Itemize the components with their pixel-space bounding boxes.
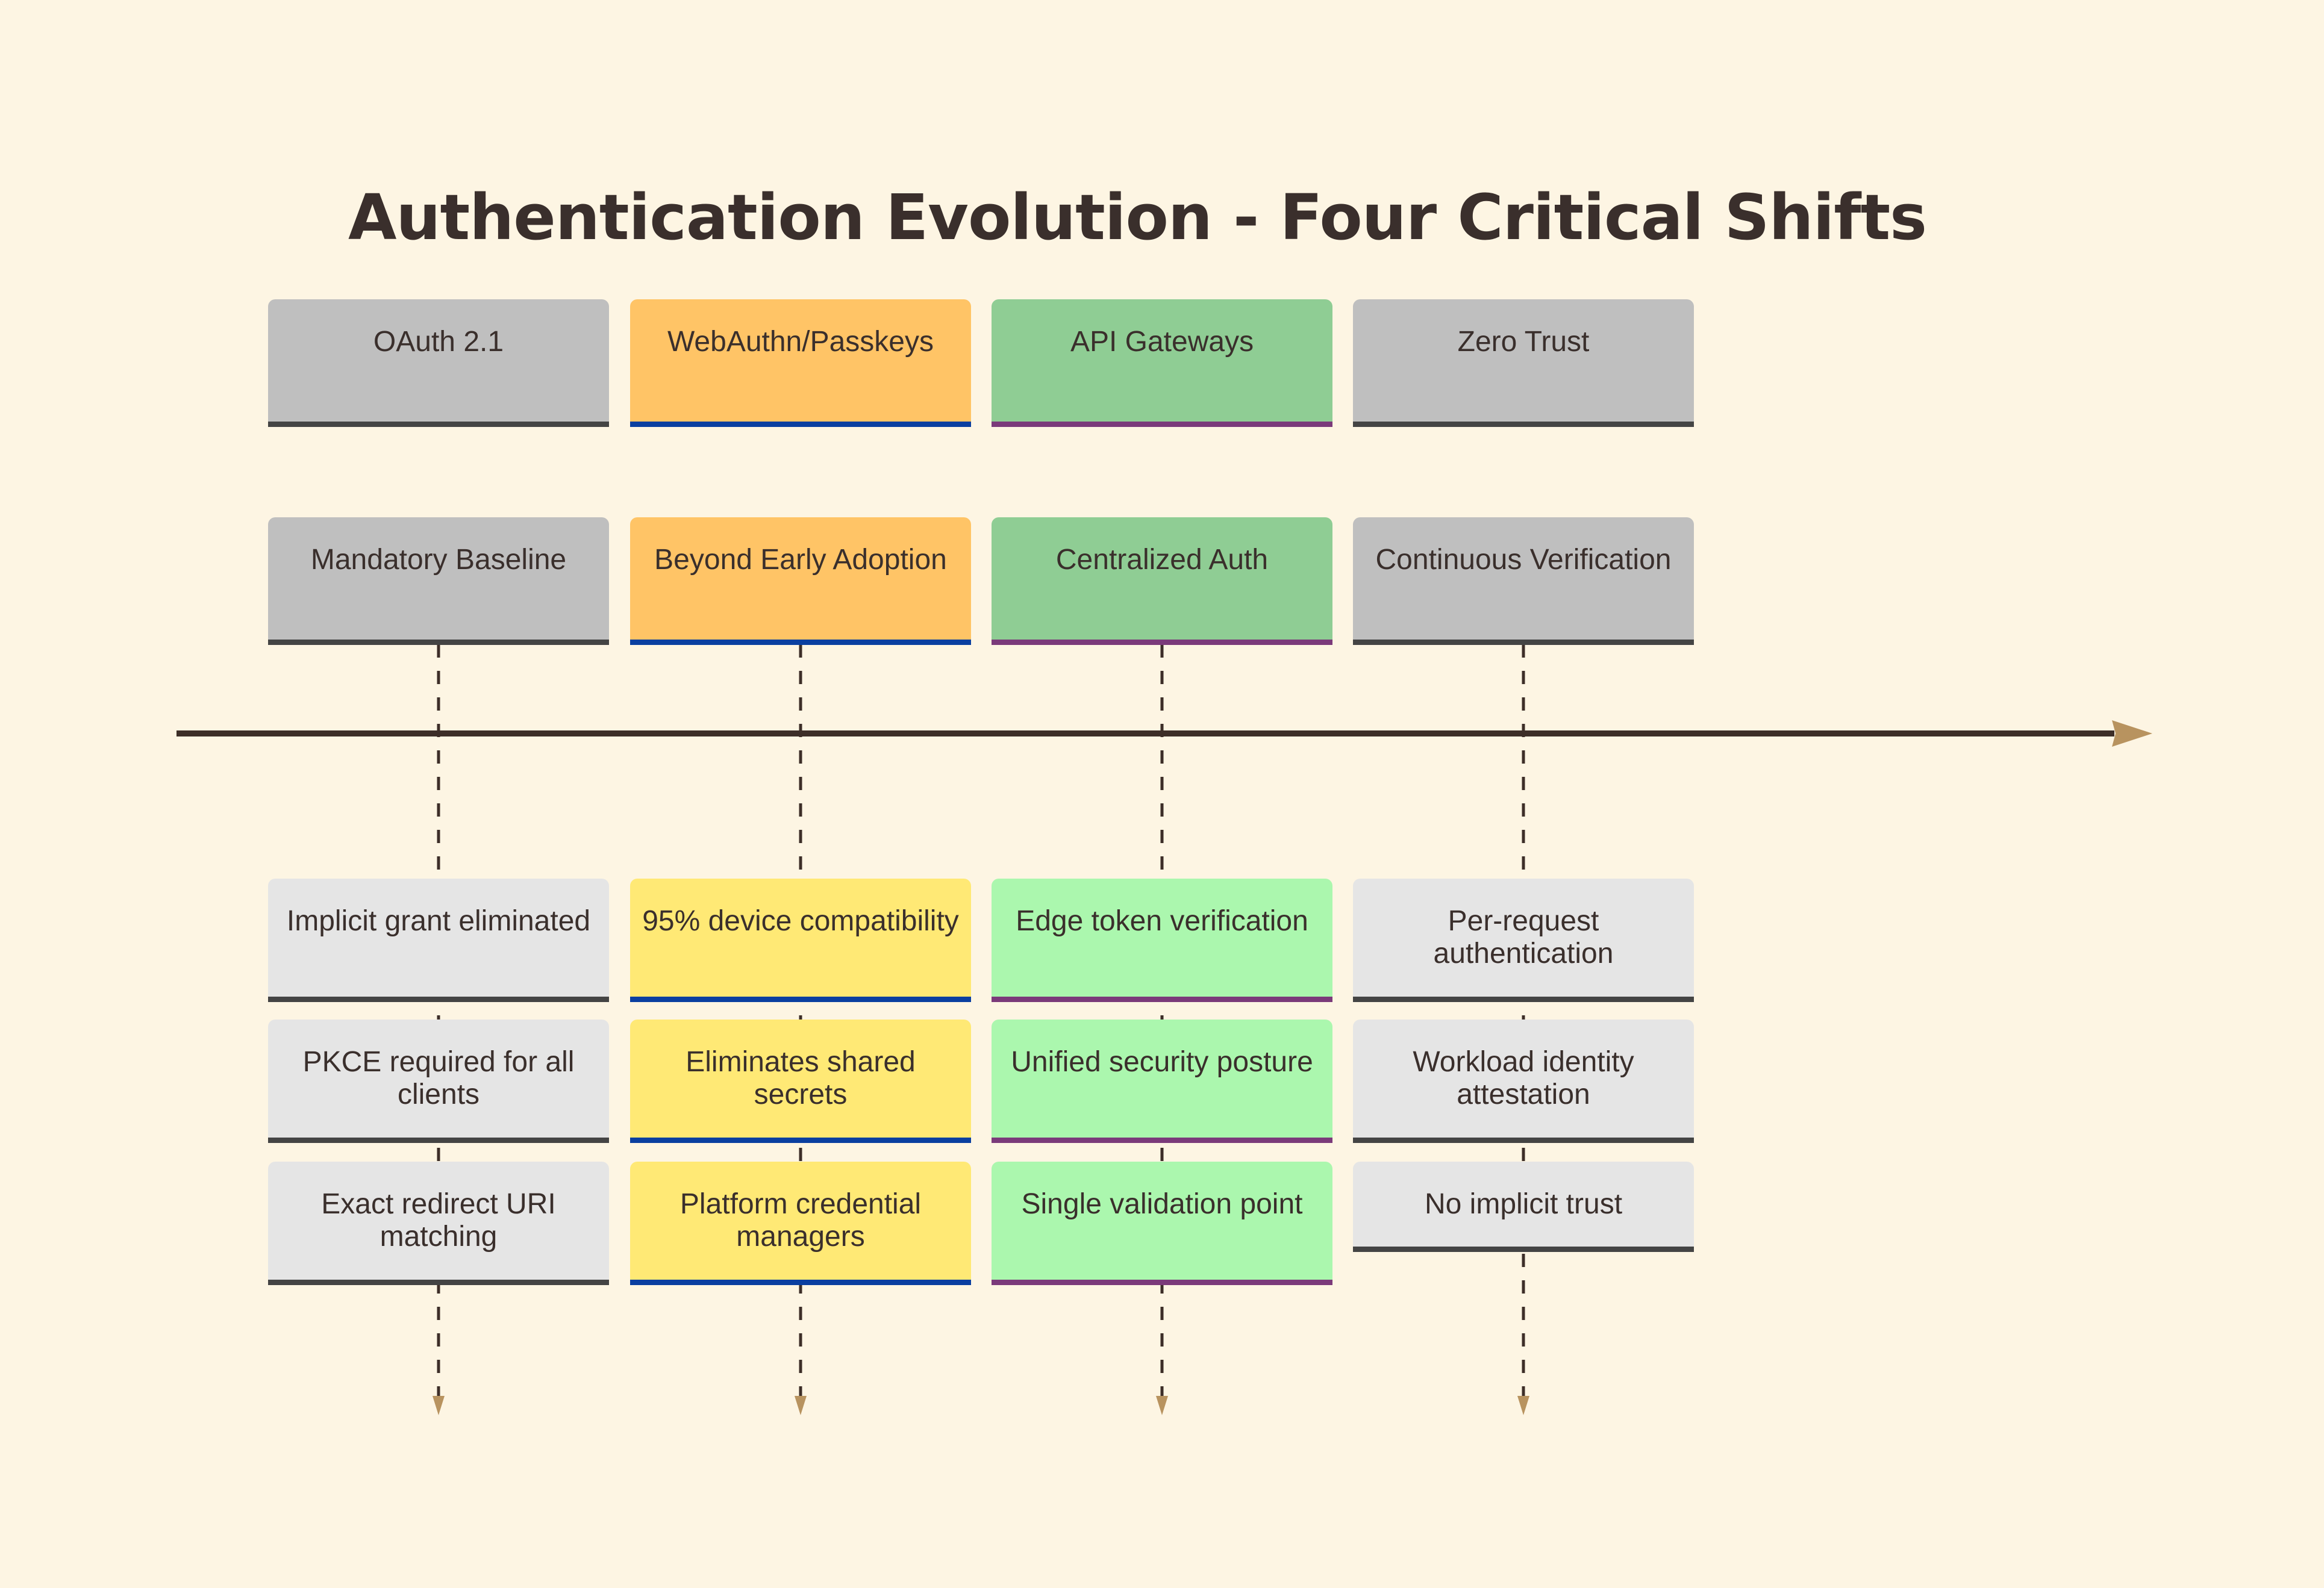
phase-detail: Single validation point [992,1162,1332,1285]
phase-header: Zero Trust [1353,299,1694,427]
phase-detail: 95% device compatibility [630,879,971,1002]
phase-detail: Platform credential managers [630,1162,971,1285]
phase-header-label: API Gateways [1070,326,1254,358]
phase-milestone-label: Beyond Early Adoption [654,544,947,576]
box-bottom-border [268,1280,609,1285]
box-bottom-border [992,422,1332,427]
phase-detail-label: Implicit grant eliminated [286,905,591,937]
box-bottom-border [1353,640,1694,645]
box-bottom-border [630,997,971,1002]
phase-detail-label: PKCE required for all clients [302,1046,575,1110]
phase-detail: Exact redirect URI matching [268,1162,609,1285]
box-bottom-border [268,640,609,645]
box-bottom-border [268,1138,609,1143]
phase-header-label: OAuth 2.1 [373,326,504,358]
phase-milestone-label: Centralized Auth [1055,544,1269,576]
phase-detail: PKCE required for all clients [268,1020,609,1143]
box-bottom-border [268,422,609,427]
phase-header-label: Zero Trust [1457,326,1590,358]
box-bottom-border [1353,997,1694,1002]
box-bottom-border [992,640,1332,645]
phase-header: OAuth 2.1 [268,299,609,427]
phase-detail-label: Unified security posture [1011,1046,1313,1078]
arrowhead-down-icon [795,1396,807,1415]
box-bottom-border [630,422,971,427]
phase-milestone-label: Continuous Verification [1375,544,1672,576]
box-bottom-border [992,1280,1332,1285]
phase-detail: Workload identity attestation [1353,1020,1694,1143]
diagram-title: Authentication Evolution - Four Critical… [348,181,1927,254]
box-bottom-border [268,997,609,1002]
box-bottom-border [630,1280,971,1285]
arrowhead-down-icon [1156,1396,1168,1415]
box-bottom-border [1353,1247,1694,1252]
phase-detail-label: Platform credential managers [679,1188,922,1253]
phase-milestone-label: Mandatory Baseline [310,544,567,576]
arrowhead-down-icon [1517,1396,1529,1415]
phase-detail: Unified security posture [992,1020,1332,1143]
phase-header: API Gateways [992,299,1332,427]
box-bottom-border [1353,422,1694,427]
phase-header: WebAuthn/Passkeys [630,299,971,427]
phase-detail-label: Eliminates shared secrets [686,1046,916,1110]
box-bottom-border [630,640,971,645]
phase-milestone: Beyond Early Adoption [630,517,971,645]
phase-detail-label: Workload identity attestation [1413,1046,1634,1110]
box-bottom-border [630,1138,971,1143]
phase-milestone: Mandatory Baseline [268,517,609,645]
phase-detail-label: No implicit trust [1424,1188,1623,1220]
phase-detail-label: Per-request authentication [1433,905,1614,970]
phase-detail-label: Exact redirect URI matching [321,1188,556,1253]
phase-header-label: WebAuthn/Passkeys [667,326,934,358]
arrowhead-down-icon [433,1396,445,1415]
timeline-arrowhead-icon [2112,720,2152,747]
box-bottom-border [1353,1138,1694,1143]
box-bottom-border [992,997,1332,1002]
phase-detail: Per-request authentication [1353,879,1694,1002]
phase-detail: No implicit trust [1353,1162,1694,1252]
phase-detail: Implicit grant eliminated [268,879,609,1002]
phase-detail-label: Edge token verification [1016,905,1308,937]
phase-milestone: Continuous Verification [1353,517,1694,645]
phase-milestone: Centralized Auth [992,517,1332,645]
phase-detail-label: Single validation point [1021,1188,1303,1220]
phase-detail: Edge token verification [992,879,1332,1002]
phase-detail: Eliminates shared secrets [630,1020,971,1143]
box-bottom-border [992,1138,1332,1143]
phase-detail-label: 95% device compatibility [642,905,959,937]
